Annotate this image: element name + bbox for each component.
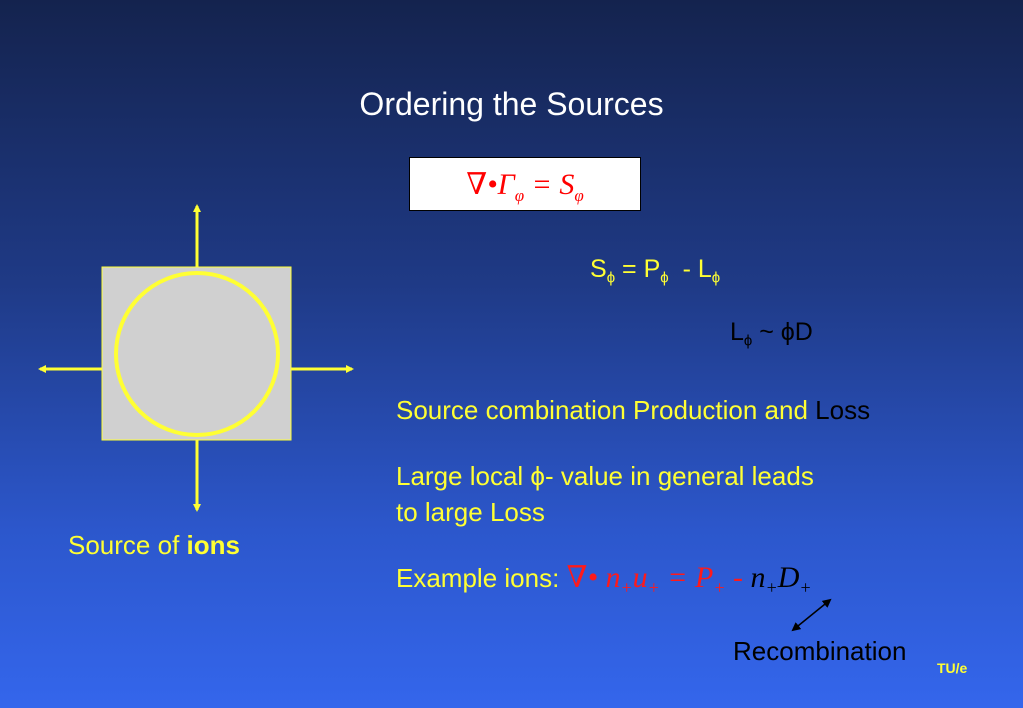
recombination-label: Recombination xyxy=(733,636,907,666)
eq-equals: = xyxy=(524,168,560,201)
combination-text-part1: Source combination Production and xyxy=(396,395,816,425)
recombination-arrow xyxy=(791,598,832,632)
eq-rhs: S xyxy=(559,168,575,201)
example-equation-black: n+D+ xyxy=(750,561,812,598)
ex-d-sub: + xyxy=(799,577,812,598)
loss-rest: ~ ϕD xyxy=(752,318,813,346)
example-equation-red: ∇• n+u+ = P+ - xyxy=(566,561,751,598)
eq-l-sub: ϕ xyxy=(711,269,721,287)
ex-eq-p: = P xyxy=(659,561,714,594)
loss-equation: Lϕ ~ ϕD xyxy=(730,318,813,349)
source-of-ions-label: Source of ions xyxy=(68,530,240,561)
ex-p-sub: + xyxy=(713,577,726,598)
ex-n: n xyxy=(605,561,621,594)
tue-logo: TU/e xyxy=(937,660,968,676)
ex-nabla: ∇• xyxy=(566,561,606,594)
eq-s-sub: ϕ xyxy=(606,269,616,287)
source-equation: Sϕ = Pϕ - Lϕ xyxy=(590,255,720,286)
ex-n-sub: + xyxy=(620,577,633,598)
ex-n2: n xyxy=(750,561,766,594)
source-label-text: Source of xyxy=(68,530,187,560)
eq-l: - L xyxy=(668,255,712,283)
source-arrows xyxy=(38,204,354,512)
ex-minus: - xyxy=(725,561,751,594)
source-label-bold: ions xyxy=(186,530,240,560)
loss-l-sub: ϕ xyxy=(743,332,753,350)
ex-d: D xyxy=(777,561,800,594)
eq-lhs: ∇•Γ xyxy=(466,168,515,201)
ex-u: u xyxy=(632,561,648,594)
eq-p-sub: ϕ xyxy=(660,269,669,287)
example-ions-line: Example ions: ∇• n+u+ = P+ - n+D+ xyxy=(396,560,812,598)
ex-n2-sub: + xyxy=(765,577,778,598)
source-square xyxy=(101,266,292,441)
combination-text: Source combination Production and Loss xyxy=(396,395,870,426)
large-local-text: Large local ϕ- value in general leads to… xyxy=(396,458,814,530)
example-label: Example ions: xyxy=(396,563,567,593)
eq-s: S xyxy=(590,255,607,283)
conservation-equation-box: ∇•Γφ = Sφ xyxy=(409,157,641,211)
source-circle xyxy=(114,271,280,437)
ex-u-sub: + xyxy=(647,577,660,598)
eq-lhs-sub: φ xyxy=(514,186,525,205)
large-local-line1: Large local ϕ- value in general leads xyxy=(396,461,814,491)
combination-text-loss: Loss xyxy=(815,395,871,425)
slide-title: Ordering the Sources xyxy=(359,86,664,122)
eq-p: = P xyxy=(615,255,661,283)
large-local-line2: to large Loss xyxy=(396,497,545,527)
loss-l: L xyxy=(730,318,744,346)
eq-rhs-sub: φ xyxy=(574,186,584,205)
